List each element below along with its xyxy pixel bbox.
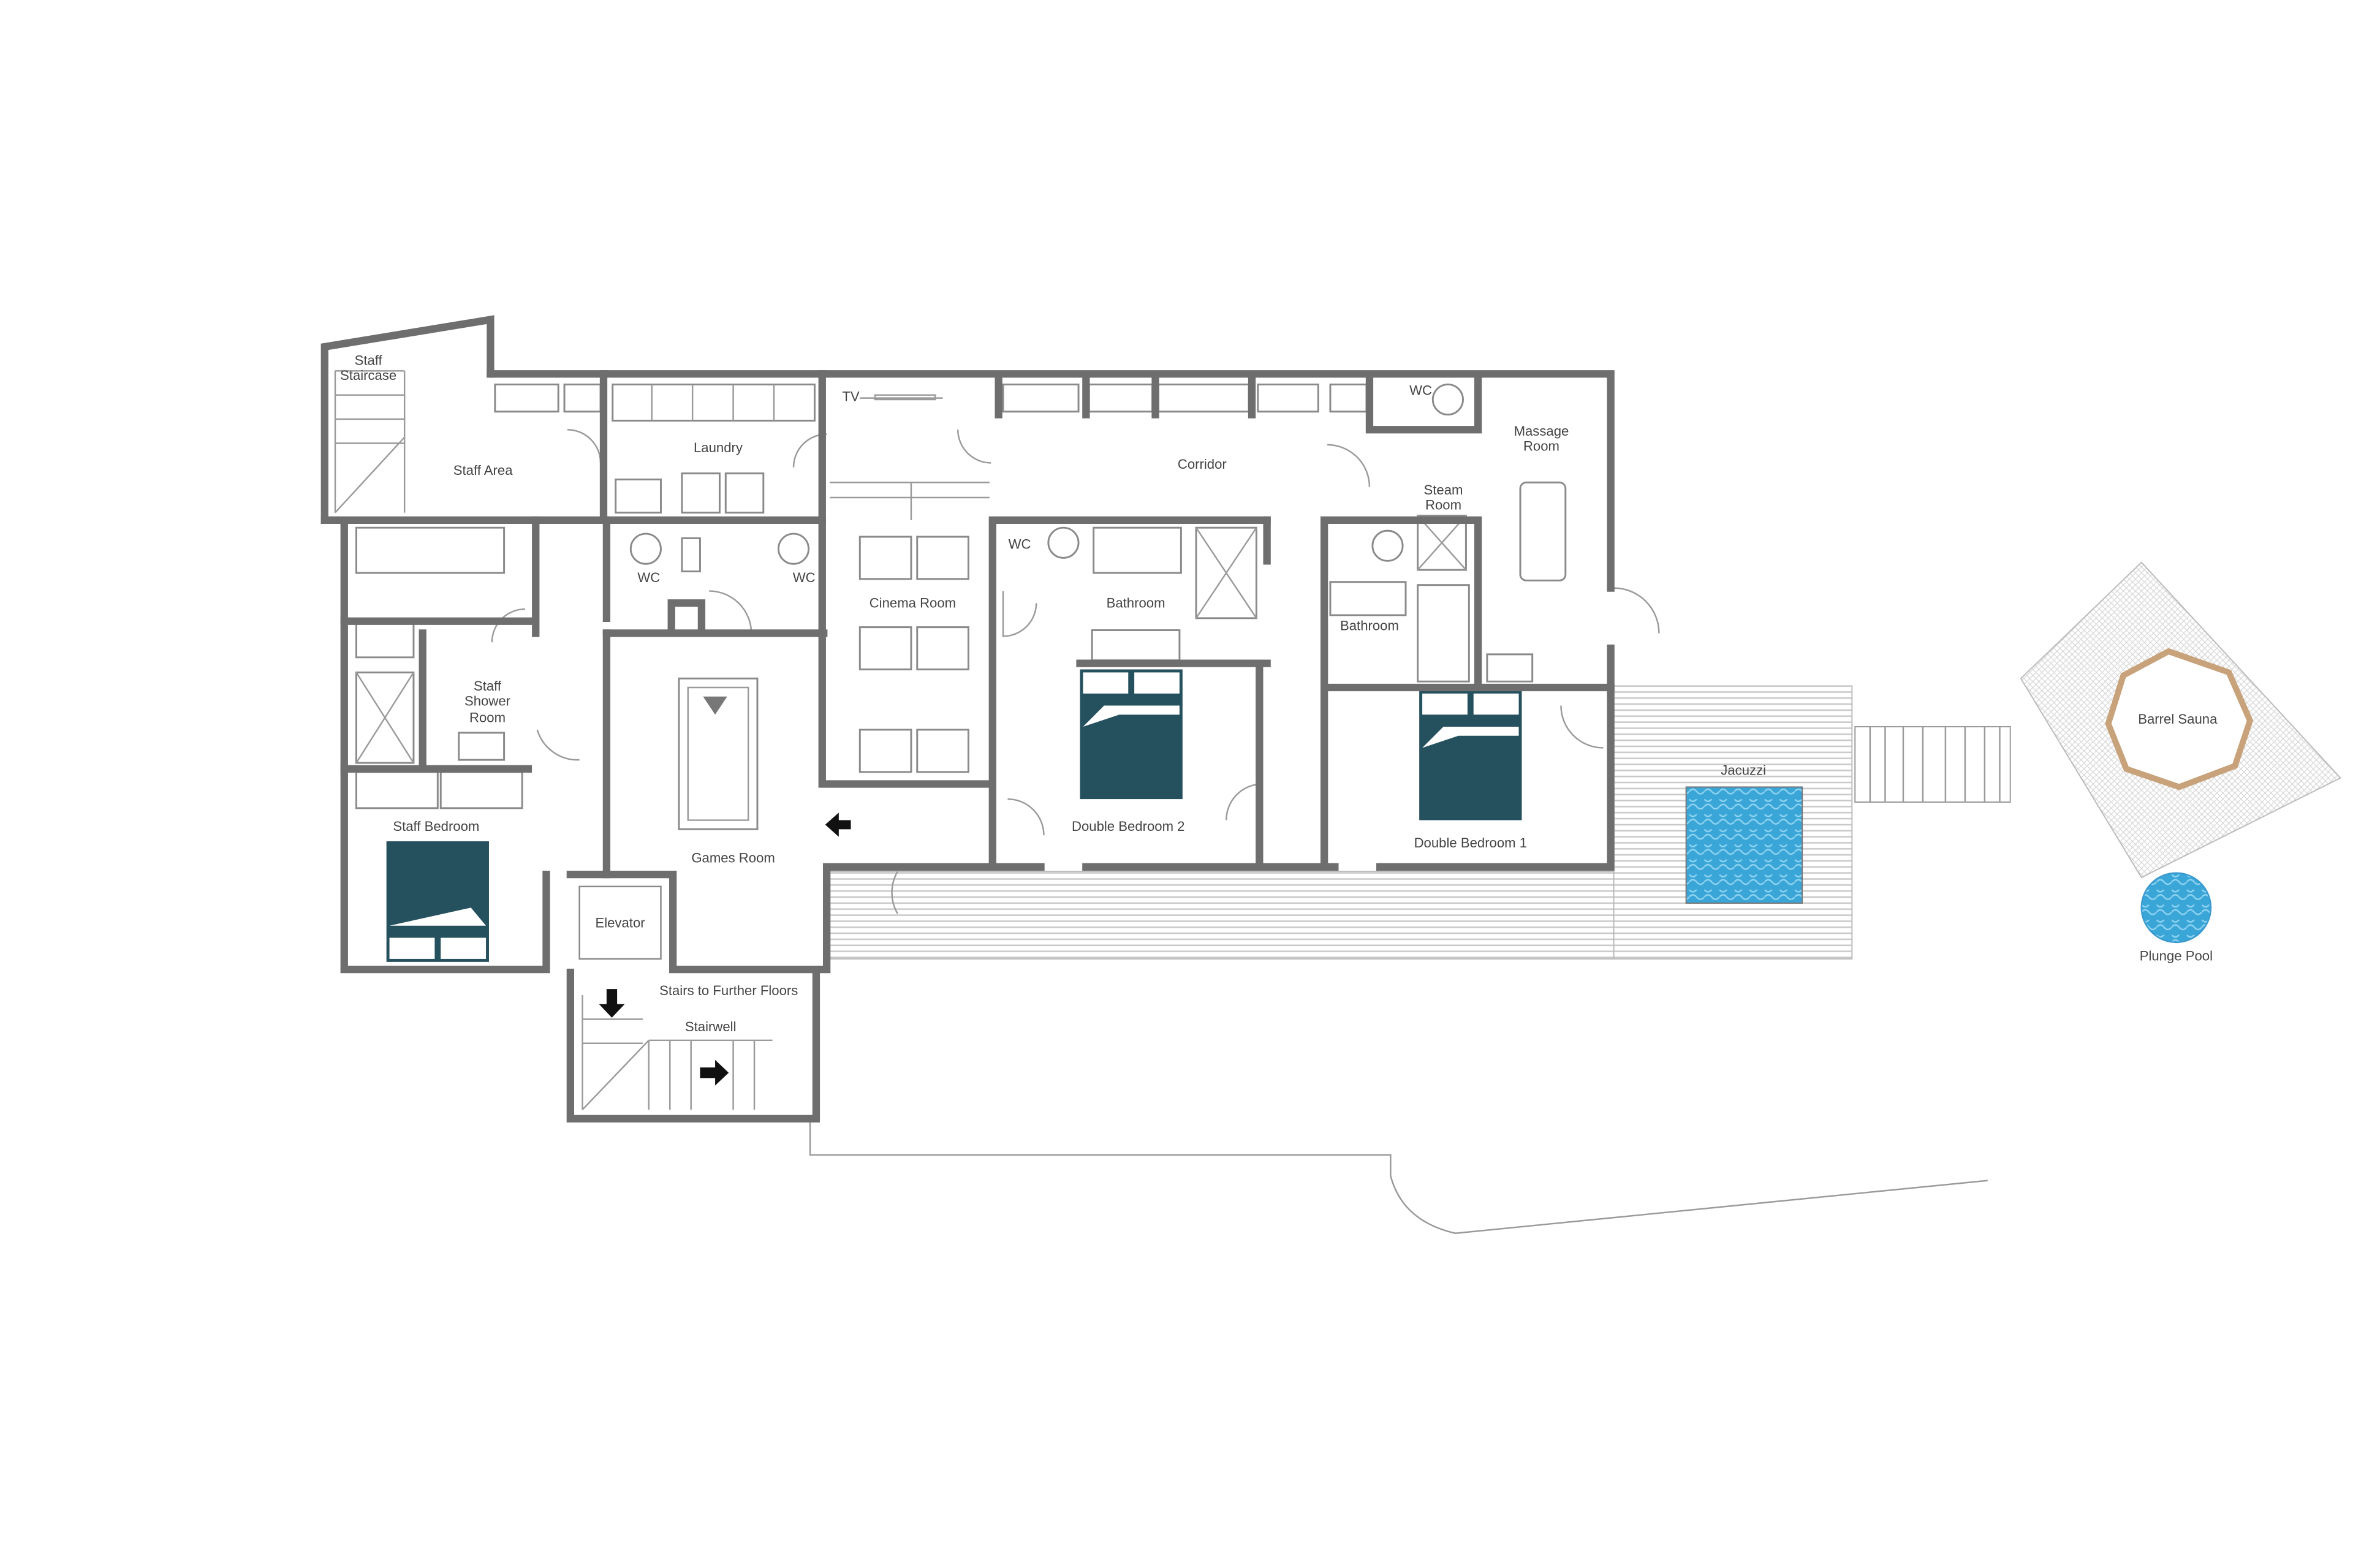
arrow-down-icon <box>599 989 625 1018</box>
room-label-stairwell: Stairwell <box>685 1019 737 1034</box>
room-label-steam-room: Steam <box>1424 482 1463 498</box>
room-label-wc: WC <box>1409 383 1432 398</box>
room-label-wc: WC <box>637 570 660 585</box>
bed-staff-bedroom <box>386 841 489 962</box>
room-label-wc: WC <box>1009 537 1031 552</box>
room-label-cinema-room: Cinema Room <box>870 596 956 611</box>
barrel-sauna: Barrel Sauna <box>2020 561 2342 879</box>
room-label-staff-shower-room: Room <box>469 710 506 725</box>
jacuzzi-pool <box>1685 786 1803 904</box>
room-label-elevator: Elevator <box>595 915 645 930</box>
room-label-double-bedroom-2: Double Bedroom 2 <box>1072 819 1185 834</box>
room-label-jacuzzi: Jacuzzi <box>1721 763 1766 778</box>
elevator[interactable] <box>578 885 662 960</box>
room-label-staff-bedroom: Staff Bedroom <box>393 819 479 834</box>
room-label-bathroom-2: Bathroom <box>1107 596 1165 611</box>
deck-steps <box>1854 726 2011 803</box>
arrow-right-icon <box>700 1059 729 1086</box>
bed-double-bedroom-1 <box>1419 690 1522 820</box>
room-label-double-bedroom-1: Double Bedroom 1 <box>1414 835 1528 850</box>
room-label-games-room: Games Room <box>691 850 775 865</box>
room-label-laundry: Laundry <box>694 440 743 455</box>
site-boundary <box>809 1118 1988 1234</box>
room-label-barrel-sauna: Barrel Sauna <box>2138 711 2218 727</box>
plunge-pool <box>2140 872 2212 944</box>
bed-double-bedroom-2 <box>1080 669 1183 800</box>
terrace-decking <box>829 685 1853 960</box>
room-label-plunge-pool: Plunge Pool <box>2140 948 2213 963</box>
room-label-staff-staircase: Staircase <box>340 368 396 383</box>
room-label-steam-room: Room <box>1425 498 1461 513</box>
room-label-bathroom-1: Bathroom <box>1340 618 1399 634</box>
label-tv: TV <box>842 389 860 404</box>
room-label-wc: WC <box>793 570 816 585</box>
furniture <box>334 370 1567 830</box>
room-label-massage-room: Room <box>1523 439 1559 454</box>
walls <box>320 315 1615 1123</box>
room-label-staff-shower-room: Staff <box>474 678 502 694</box>
room-label-staff-area: Staff Area <box>453 463 513 478</box>
arrow-left-icon <box>825 812 851 837</box>
room-label-staff-staircase: Staff <box>355 352 383 368</box>
stairwell-steps <box>582 994 773 1110</box>
room-label-massage-room: Massage <box>1514 423 1569 439</box>
room-label-stairs-further-floors: Stairs to Further Floors <box>659 983 798 998</box>
room-label-staff-shower-room: Shower <box>464 694 510 709</box>
room-label-corridor: Corridor <box>1178 456 1227 472</box>
